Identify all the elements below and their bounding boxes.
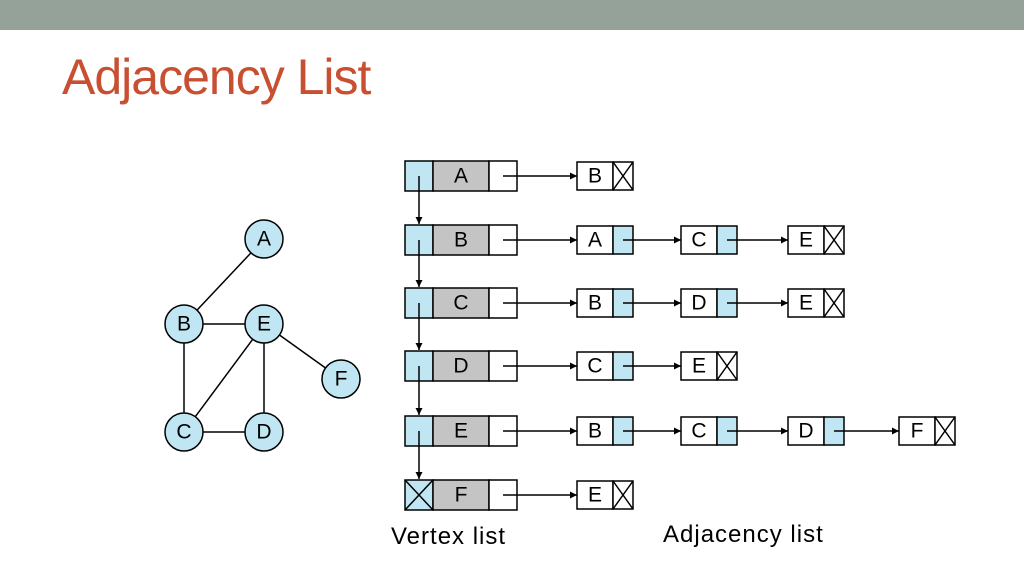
null-cross-icon <box>934 416 956 446</box>
adjacency-node-key-cell <box>576 351 614 381</box>
adjacency-node-label: D <box>798 420 813 443</box>
adjacency-node-label: E <box>588 484 602 507</box>
vertex-key-cell <box>432 160 490 192</box>
vertex-key-label: B <box>454 229 468 252</box>
graph-node-label: C <box>176 421 191 444</box>
null-cross-icon <box>404 479 434 511</box>
adjacency-node-label: E <box>799 229 813 252</box>
graph-node-label: A <box>257 228 271 251</box>
graph-node-label: E <box>257 313 271 336</box>
graph-node-e <box>244 304 284 344</box>
null-cross-icon <box>716 351 738 381</box>
vertex-key-label: D <box>453 355 468 378</box>
adjacency-node-label: D <box>691 292 706 315</box>
graph-node-d <box>244 412 284 452</box>
header-bar <box>0 0 1024 30</box>
vertex-key-cell <box>432 287 490 319</box>
graph-node-label: F <box>335 368 348 391</box>
graph-node-c <box>164 412 204 452</box>
graph-node-a <box>244 219 284 259</box>
adjacency-node-label: C <box>691 229 706 252</box>
null-cross-icon <box>823 225 845 255</box>
adjacency-node-label: B <box>588 165 602 188</box>
adjacency-node-label: A <box>588 229 602 252</box>
adjacency-node-key-cell <box>898 416 936 446</box>
adjacency-node-label: B <box>588 292 602 315</box>
adjacency-node-label: E <box>692 355 706 378</box>
graph-node-b <box>164 304 204 344</box>
vertex-key-label: E <box>454 420 468 443</box>
graph-node-label: D <box>256 421 271 444</box>
adjacency-node-label: F <box>911 420 924 443</box>
adjacency-node-key-cell <box>576 225 614 255</box>
graph-edge-a-b <box>196 252 252 311</box>
adjacency-node-label: C <box>587 355 602 378</box>
vertex-list-caption: Vertex list <box>391 523 506 550</box>
slide-title: Adjacency List <box>62 49 371 105</box>
null-cross-icon <box>612 161 634 191</box>
null-cross-icon <box>612 480 634 510</box>
graph-edge-c-e <box>194 338 254 418</box>
vertex-key-label: C <box>453 292 468 315</box>
adjacency-node-key-cell <box>576 161 614 191</box>
adjacency-node-label: C <box>691 420 706 443</box>
adjacency-node-key-cell <box>680 351 718 381</box>
vertex-key-label: F <box>455 484 468 507</box>
adjacency-node-label: E <box>799 292 813 315</box>
null-cross-icon <box>823 288 845 318</box>
adjacency-list-caption: Adjacency list <box>663 521 824 548</box>
vertex-key-cell <box>432 415 490 447</box>
adjacency-node-key-cell <box>680 416 718 446</box>
vertex-edge-cell <box>488 350 518 382</box>
vertex-key-label: A <box>454 165 468 188</box>
adjacency-node-key-cell <box>680 288 718 318</box>
adjacency-node-label: B <box>588 420 602 443</box>
graph: A B C D E F <box>164 219 361 452</box>
graph-node-f <box>321 359 361 399</box>
graph-edge-e-f <box>279 334 326 369</box>
graph-node-label: B <box>177 313 191 336</box>
